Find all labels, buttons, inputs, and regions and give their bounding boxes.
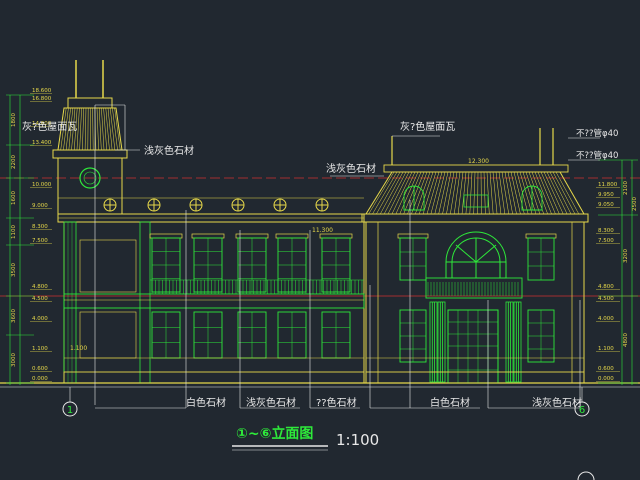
dimension-left: 3600 [11,309,17,323]
level-mark-left: 16.800 [32,96,52,102]
level-mark-right: 4.500 [598,296,614,302]
level-mark-right: 7.500 [598,238,614,244]
arched-window [445,231,507,279]
level-mark-left: 0.000 [32,376,48,382]
dimension-right: 3200 [623,249,629,263]
level-mark-left: 18.600 [32,88,52,94]
label-light-gray-stone-bottom-left: 浅灰色石材 [246,396,296,409]
dormer-left [403,185,425,211]
svg-text:6: 6 [579,405,585,416]
label-white-stone-right: 白色石材 [430,396,470,409]
dormer-right [521,185,543,211]
level-mark-right: 4.000 [598,316,614,322]
level-mark-left: 14.600 [32,121,52,127]
left-wing [57,197,365,384]
label-unknown-stone: ??色石材 [316,396,357,409]
dimension-right: 2100 [623,181,629,195]
label-light-gray-stone-upper: 浅灰色石材 [144,144,194,157]
entrance-column [505,301,514,383]
level-mark-right: 1.100 [598,346,614,352]
dimension-left: 2200 [11,155,17,169]
entrance-column [437,301,446,383]
corner-bubble-fragment [577,471,595,480]
label-pipe-mid: 不??管φ40 [576,150,618,161]
dimension-left: 1100 [11,225,17,239]
label-roof-tile-left: 灰?色屋面瓦 [22,120,77,133]
level-mark-left: 10.000 [32,182,52,188]
floor-mark-2: 11.300 [312,227,333,234]
floor-marks: 12.300 11.300 1.100 [70,158,489,352]
level-mark-right: 8.300 [598,228,614,234]
leader-lines [94,104,600,409]
level-mark-left: 8.300 [32,224,48,230]
label-white-stone-left: 白色石材 [186,396,226,409]
left-dimension-texts: 1800 2200 1600 1100 3500 3600 3000 [11,113,17,367]
left-tower [52,60,128,215]
level-mark-left: 4.500 [32,296,48,302]
level-mark-left: 7.500 [32,238,48,244]
level-mark-right: 0.600 [598,366,614,372]
drawing-title-block: ①~⑥立面图 1:100 [232,425,379,451]
label-pipe-top: 不??管φ40 [576,128,618,139]
label-light-gray-stone-mid: 浅灰色石材 [326,162,376,175]
svg-text:1: 1 [67,405,73,416]
right-wing [361,128,589,384]
level-mark-right: 11.800 [598,182,618,188]
level-mark-left: 13.400 [32,140,52,146]
level-mark-right: 9.050 [598,202,614,208]
dimension-right: 2500 [632,197,638,211]
drawing-title: ①~⑥立面图 [236,425,313,442]
floor-mark-1: 12.300 [468,158,489,165]
label-light-gray-stone-bottom-right: 浅灰色石材 [532,396,582,409]
dimension-right: 4800 [623,333,629,347]
right-level-marks: 11.800 9.950 9.050 8.300 7.500 4.800 4.500 4.00… [596,182,620,382]
dimension-left: 3000 [11,353,17,367]
level-mark-right: 0.000 [598,376,614,382]
tower-clock [79,167,101,189]
level-mark-left: 0.600 [32,366,48,372]
floor-mark-3: 1.100 [70,345,87,352]
entrance-column [513,301,522,383]
axis-bubble-end: 6 [574,387,590,417]
left-level-marks: 18.600 16.800 14.600 13.400 10.000 9.000 8.300… [30,88,52,382]
material-labels: 灰?色屋面瓦 浅灰色石材 浅灰色石材 灰?色屋面瓦 不??管φ40 不??管φ4… [22,120,618,409]
level-mark-right: 9.950 [598,192,614,198]
left-dimension-column [6,94,34,385]
level-mark-left: 1.100 [32,346,48,352]
level-mark-left: 4.800 [32,284,48,290]
dimension-left: 1600 [11,191,17,205]
level-mark-left: 4.000 [32,316,48,322]
dimension-left: 1800 [11,113,17,127]
right-dimension-column [598,159,638,385]
drawing-scale: 1:100 [336,431,379,449]
level-mark-right: 4.800 [598,284,614,290]
label-roof-tile-right: 灰?色屋面瓦 [400,120,455,133]
axis-bubble-start: 1 [62,387,78,417]
level-mark-left: 9.000 [32,203,48,209]
dimension-left: 3500 [11,263,17,277]
entrance-column [429,301,438,383]
